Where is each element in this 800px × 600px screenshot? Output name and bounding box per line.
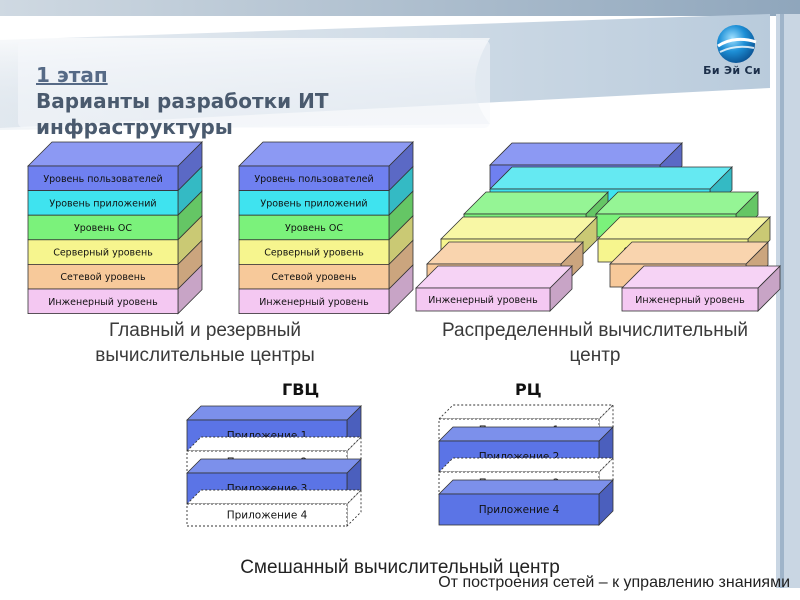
reserve-stack-layer-4-label: Серверный уровень — [264, 248, 364, 259]
logo-text: Би Эй Си — [703, 64, 761, 77]
reserve-stack-layer-1: Уровень пользователей — [238, 141, 414, 192]
main-stack-layer-3-label: Уровень ОС — [74, 223, 132, 234]
main-stack-layer-1-label: Уровень пользователей — [43, 174, 162, 185]
reserve-stack-layer-6-label: Инженерный уровень — [259, 297, 369, 308]
gvc-app-4-label: Приложение 4 — [227, 510, 308, 522]
footer-slogan: От построения сетей – к управлению знани… — [438, 574, 790, 591]
dist-eng-left-label: Инженерный уровень — [428, 295, 538, 306]
dist-eng-right: Инженерный уровень — [621, 265, 781, 312]
rc-app-4: Приложение 4 — [438, 479, 614, 526]
reserve-stack-layer-5-label: Сетевой уровень — [271, 272, 357, 283]
dist-eng-left: Инженерный уровень — [415, 265, 573, 312]
main-stack-layer-5-label: Сетевой уровень — [60, 272, 146, 283]
gvc-app-4: Приложение 4 — [185, 488, 363, 528]
main-stack-layer-2-label: Уровень приложений — [49, 198, 156, 209]
main-stack-layer-6-label: Инженерный уровень — [48, 297, 158, 308]
stage-label: 1 этап — [36, 63, 108, 87]
dist-eng-right-label: Инженерный уровень — [635, 295, 745, 306]
reserve-stack-layer-3-label: Уровень ОС — [285, 223, 343, 234]
reserve-stack-layer-6: Инженерный уровень — [238, 264, 414, 315]
page-title: 1 этап Варианты разработки ИТ инфраструк… — [36, 62, 456, 140]
reserve-stack-layer-2: Уровень приложений — [238, 165, 414, 217]
caption-main-reserve: Главный и резервный вычислительные центр… — [95, 320, 315, 366]
main-stack-layer-3: Уровень ОС — [27, 190, 203, 241]
caption-distributed: Распределенный вычислительный центр — [442, 320, 748, 366]
label-gvc: ГВЦ — [282, 380, 320, 399]
label-rc: РЦ — [515, 380, 542, 399]
reserve-stack-layer-4: Серверный уровень — [238, 214, 414, 266]
reserve-stack-layer-1-label: Уровень пользователей — [254, 174, 373, 185]
caption-mixed: Смешанный вычислительный центр — [240, 557, 560, 578]
title-text: Варианты разработки ИТ инфраструктуры — [36, 89, 329, 139]
reserve-stack-layer-2-label: Уровень приложений — [260, 198, 367, 209]
main-stack-layer-2: Уровень приложений — [27, 165, 203, 217]
main-stack-layer-1: Уровень пользователей — [27, 141, 203, 192]
company-logo — [717, 25, 757, 63]
rc-app-4-label: Приложение 4 — [479, 504, 560, 516]
main-stack-layer-5: Сетевой уровень — [27, 239, 203, 290]
main-stack-layer-6: Инженерный уровень — [27, 264, 203, 315]
main-stack-layer-4: Серверный уровень — [27, 214, 203, 266]
reserve-stack-layer-5: Сетевой уровень — [238, 239, 414, 290]
main-stack-layer-4-label: Серверный уровень — [53, 248, 153, 259]
